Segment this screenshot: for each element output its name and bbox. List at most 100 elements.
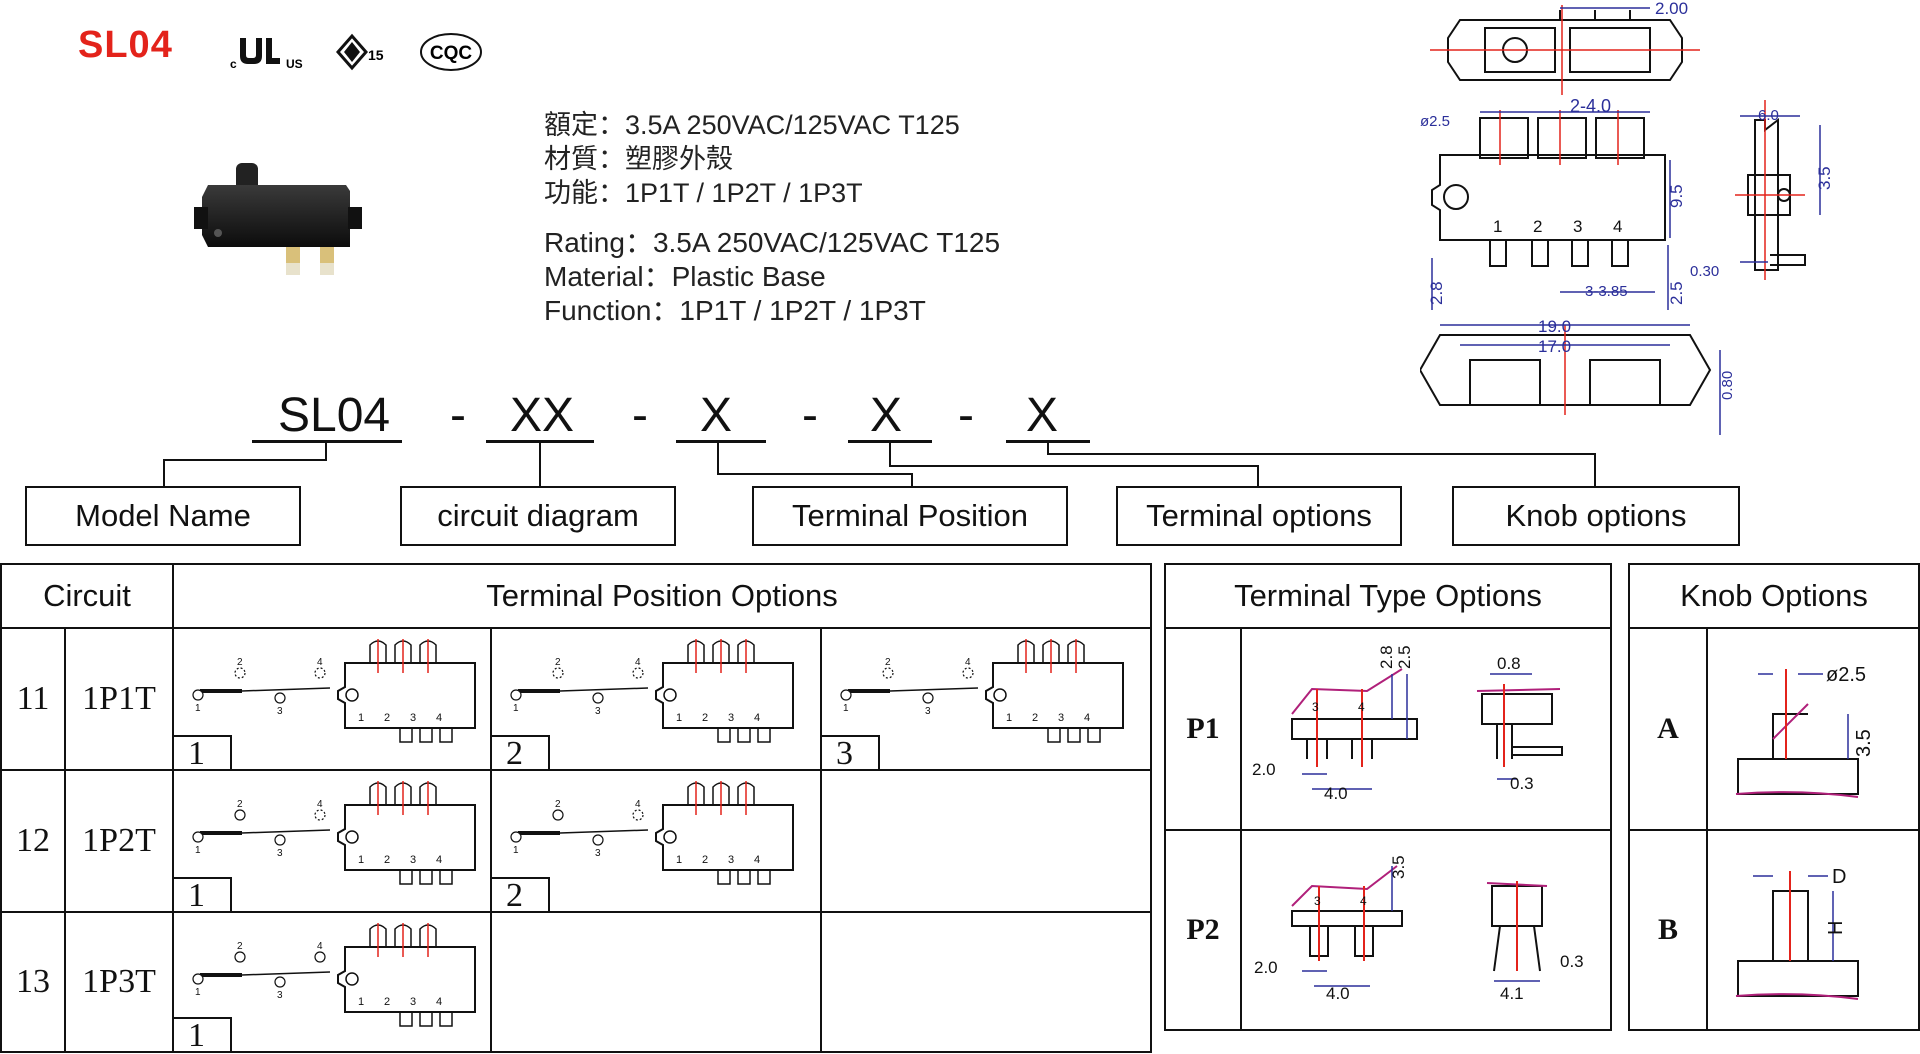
- schematic-pin-label: 3: [277, 706, 283, 717]
- dim-width: 6.0: [1758, 107, 1779, 124]
- terminal-position-header: Terminal Position Options: [172, 563, 1152, 629]
- dim-thick: 0.30: [1690, 263, 1719, 280]
- code-circuit: XX: [510, 389, 575, 442]
- p2-dim-0-3: 0.3: [1560, 952, 1584, 971]
- spec-en-material: Material：Plastic Base: [544, 261, 826, 292]
- dim-pin-len-left: 2.8: [1427, 281, 1446, 305]
- code-terminal-position-underline: [676, 440, 766, 443]
- p2-dim-4-1: 4.1: [1500, 984, 1524, 1003]
- p1-dim-0-8: 0.8: [1497, 654, 1521, 673]
- dim-len-outer: 19.0: [1538, 317, 1571, 336]
- circuit-code-12: 12: [0, 769, 66, 913]
- pin-label-3: 3: [1573, 217, 1582, 236]
- schematic-pin-label: 3: [595, 706, 601, 717]
- product-title: SL04: [78, 24, 173, 66]
- housing-pin-label: 2: [702, 712, 708, 724]
- housing-pin-label: 2: [384, 996, 390, 1008]
- code-circuit-underline: [486, 440, 594, 443]
- schematic-pin-label: 2: [237, 941, 243, 952]
- knob-b-dim-d: D: [1832, 866, 1846, 888]
- housing-pin-label: 1: [358, 996, 364, 1008]
- spec-cn-material: 材質：塑膠外殼: [544, 144, 733, 174]
- housing-pin-label: 4: [436, 996, 442, 1008]
- schematic-pin-label: 3: [595, 848, 601, 859]
- position-option-number: 2: [492, 877, 550, 913]
- housing-pin-label: 1: [358, 712, 364, 724]
- circuit-name-1p1t: 1P1T: [64, 627, 174, 771]
- enec-certification-mark: 15: [332, 30, 398, 74]
- housing-pin-label: 3: [728, 712, 734, 724]
- schematic-pin-label: 1: [513, 703, 519, 714]
- housing-pin-label: 2: [1032, 712, 1038, 724]
- code-connectors: [0, 440, 1920, 490]
- schematic-pin-label: 4: [965, 657, 971, 668]
- code-knob-option-underline: [1006, 440, 1090, 443]
- p1-dim-2-8: 2.8: [1377, 645, 1396, 669]
- code-terminal-position: X: [700, 389, 733, 442]
- schematic-pin-label: 4: [635, 799, 641, 810]
- code-terminal-option-underline: [848, 440, 932, 443]
- position-option-number: 1: [174, 877, 232, 913]
- ul-c-label: c: [230, 57, 237, 71]
- dim-pitch: 2-4.0: [1570, 96, 1611, 116]
- model-name-box: Model Name: [25, 486, 301, 546]
- position-option-13-empty-b: [820, 911, 1152, 1053]
- dim-top: 2.00: [1655, 0, 1688, 18]
- schematic-pin-label: 1: [195, 703, 201, 714]
- position-option-number: 3: [822, 735, 880, 771]
- housing-pin-label: 4: [436, 854, 442, 866]
- p2-pin-4: 4: [1360, 894, 1367, 908]
- terminal-type-header: Terminal Type Options: [1164, 563, 1612, 629]
- dim-height: 9.5: [1667, 184, 1686, 208]
- code-terminal-option: X: [870, 389, 903, 442]
- schematic-pin-label: 2: [555, 799, 561, 810]
- p1-pin-3: 3: [1312, 700, 1319, 714]
- code-sep-3: -: [802, 389, 818, 442]
- housing-pin-label: 4: [754, 854, 760, 866]
- circuit-name-1p3t: 1P3T: [64, 911, 174, 1053]
- p1-dim-0-3: 0.3: [1510, 774, 1534, 793]
- knob-a-dim-dia: ø2.5: [1826, 664, 1866, 686]
- housing-pin-label: 1: [676, 854, 682, 866]
- spec-en-rating: Rating：3.5A 250VAC/125VAC T125: [544, 227, 1001, 258]
- code-model: SL04: [278, 389, 391, 442]
- code-sep-1: -: [450, 389, 466, 442]
- position-option-number: 1: [174, 735, 232, 771]
- knob-options-box: Knob options: [1452, 486, 1740, 546]
- ul-certification-mark: c US: [228, 30, 312, 74]
- ul-us-label: US: [286, 57, 303, 71]
- housing-pin-label: 1: [358, 854, 364, 866]
- housing-pin-label: 4: [754, 712, 760, 724]
- schematic-pin-label: 2: [555, 657, 561, 668]
- knob-option-drawing-a: ø2.5 3.5: [1706, 627, 1920, 831]
- schematic-pin-label: 2: [237, 799, 243, 810]
- schematic-pin-label: 1: [513, 845, 519, 856]
- schematic-pin-label: 1: [195, 987, 201, 998]
- terminal-type-drawing-p2: 3.5 2.0 4.0 4.1 0.3 3 4: [1240, 829, 1612, 1031]
- p2-dim-3-5: 3.5: [1389, 855, 1408, 879]
- position-option-13-empty-a: [490, 911, 822, 1053]
- position-option-12-empty: [820, 769, 1152, 913]
- schematic-pin-label: 4: [317, 799, 323, 810]
- circuit-header: Circuit: [0, 563, 174, 629]
- schematic-pin-label: 4: [317, 941, 323, 952]
- dim-pin-dia: ø2.5: [1420, 113, 1450, 130]
- terminal-type-code-p2: P2: [1164, 829, 1242, 1031]
- housing-pin-label: 3: [410, 712, 416, 724]
- knob-option-code-b: B: [1628, 829, 1708, 1031]
- knob-option-drawing-b: D H: [1706, 829, 1920, 1031]
- code-sep-4: -: [958, 389, 974, 442]
- p1-dim-2-5: 2.5: [1395, 645, 1414, 669]
- p1-dim-4-0: 4.0: [1324, 784, 1348, 803]
- knob-a-dim-height: 3.5: [1853, 729, 1875, 757]
- pin-label-1: 1: [1493, 217, 1502, 236]
- schematic-pin-label: 3: [277, 848, 283, 859]
- cqc-label: CQC: [430, 43, 473, 64]
- dim-pin-pitch: 3-3.85: [1585, 283, 1628, 300]
- dimension-drawing: 2.00 ø2.5 2-4.0 6.0 3.5 9.5 0.30 2.8 2.5…: [1418, 0, 1920, 445]
- dim-base-h: 0.80: [1719, 371, 1736, 400]
